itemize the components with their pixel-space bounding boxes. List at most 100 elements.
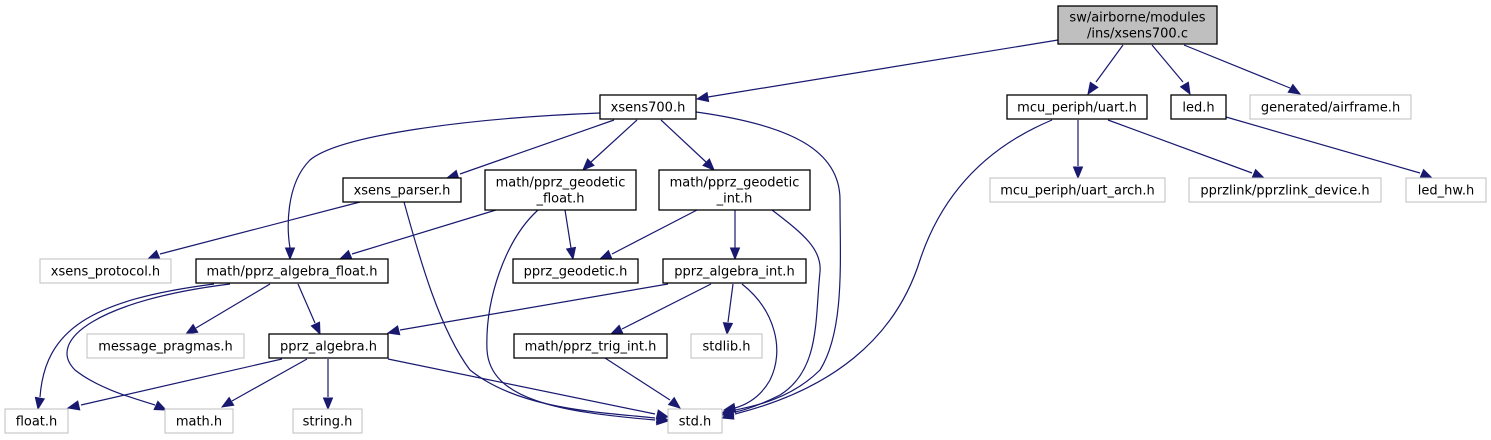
- node-label: generated/airframe.h: [1261, 101, 1400, 116]
- edge-geodetic_int_h-to-algebra_int_h: [729, 210, 741, 261]
- node-label: pprz_geodetic.h: [524, 265, 628, 280]
- arrowhead-icon: [220, 396, 235, 408]
- node-box: [1188, 177, 1382, 203]
- edge-line: [695, 111, 842, 411]
- edge-algebra_float_h-to-pprz_algebra_h: [297, 283, 321, 336]
- edge-pprz_algebra_h-to-float_h: [66, 358, 283, 411]
- edge-line: [707, 39, 1059, 98]
- edge-line: [297, 283, 316, 324]
- node-label: string.h: [303, 415, 353, 430]
- node-uart-h[interactable]: mcu_periph/uart.h: [1006, 94, 1148, 120]
- arrowhead-icon: [386, 325, 401, 336]
- node-box: [39, 258, 172, 284]
- node-led-h[interactable]: led.h: [1170, 94, 1227, 120]
- edge-line: [387, 358, 656, 415]
- edge-line: [590, 119, 638, 163]
- node-geodetic-float-h[interactable]: math/pprz_geodetic_float.h: [484, 169, 637, 211]
- node-label: pprz_algebra.h: [280, 340, 377, 355]
- node-trig-int-h[interactable]: math/pprz_trig_int.h: [513, 333, 668, 359]
- node-label: _int.h: [716, 192, 753, 207]
- node-box: [4, 408, 69, 434]
- node-uart-arch-h: mcu_periph/uart_arch.h: [989, 177, 1166, 203]
- arrowhead-icon: [34, 396, 46, 411]
- arrowhead-icon: [284, 247, 296, 261]
- arrowhead-icon: [310, 321, 321, 336]
- arrowhead-icon: [184, 323, 199, 335]
- arrowhead-icon: [338, 249, 353, 260]
- node-pprz-geodetic-h[interactable]: pprz_geodetic.h: [512, 258, 639, 284]
- node-label: pprzlink/pprzlink_device.h: [1200, 184, 1369, 199]
- edge-line: [564, 209, 572, 249]
- edge-root-to-led_h: [1151, 44, 1191, 96]
- edge-line: [403, 201, 656, 419]
- arrowhead-icon: [66, 400, 81, 411]
- edge-xsens700_h-to-algebra_float_h: [284, 112, 601, 261]
- node-label: xsens700.h: [611, 101, 686, 116]
- node-label: pprz_algebra_int.h: [674, 265, 794, 280]
- edge-uart_h-to-uart_arch_h: [1072, 120, 1084, 180]
- node-box: [1006, 94, 1148, 120]
- arrowhead-icon: [1287, 83, 1302, 95]
- node-box: [513, 333, 668, 359]
- node-box: [662, 258, 807, 284]
- node-root[interactable]: sw/airborne/modules/ins/xsens700.c: [1057, 5, 1218, 45]
- edge-line: [734, 209, 821, 413]
- node-algebra-float-h[interactable]: math/pprz_algebra_float.h: [195, 258, 389, 284]
- arrowhead-icon: [322, 397, 334, 411]
- node-float-h: float.h: [4, 408, 69, 434]
- node-label: xsens_protocol.h: [51, 265, 160, 280]
- node-label: stdlib.h: [703, 340, 751, 355]
- node-box: [1057, 5, 1218, 45]
- arrowhead-icon: [722, 322, 734, 336]
- node-label: message_pragmas.h: [98, 340, 233, 355]
- node-label: led_hw.h: [1418, 184, 1474, 199]
- node-box: [599, 94, 697, 120]
- edge-line: [734, 283, 778, 409]
- edge-line: [159, 201, 361, 255]
- node-algebra-int-h[interactable]: pprz_algebra_int.h: [662, 258, 807, 284]
- node-label: sw/airborne/modules: [1069, 11, 1205, 26]
- edge-xsens_parser_h-to-xsens_protocol_h: [146, 201, 361, 260]
- arrowhead-icon: [146, 249, 161, 260]
- edge-trig_int_h-to-std_h: [604, 357, 682, 409]
- node-box: [512, 258, 639, 284]
- node-geodetic-int-h[interactable]: math/pprz_geodetic_int.h: [658, 169, 811, 211]
- node-box: [1405, 177, 1487, 203]
- node-label: _float.h: [535, 192, 584, 207]
- edge-algebra_float_h-to-message_pragmas_h: [184, 283, 271, 335]
- edge-line: [66, 283, 231, 406]
- node-box: [342, 177, 462, 203]
- node-box: [1249, 94, 1412, 120]
- node-math-h: math.h: [164, 408, 234, 434]
- edge-line: [1107, 119, 1253, 174]
- edge-line: [611, 209, 698, 255]
- node-box: [292, 408, 363, 434]
- edge-line: [1183, 44, 1291, 89]
- node-std-h: std.h: [667, 408, 723, 434]
- node-label: math/pprz_geodetic: [496, 176, 626, 191]
- edge-xsens700_h-to-geodetic_float_h: [582, 119, 638, 171]
- node-box: [268, 333, 389, 359]
- node-xsens-parser-h[interactable]: xsens_parser.h: [342, 177, 462, 203]
- node-box: [989, 177, 1166, 203]
- arrowhead-icon: [598, 249, 613, 260]
- node-pprz-algebra-h[interactable]: pprz_algebra.h: [268, 333, 389, 359]
- edge-line: [734, 119, 1053, 415]
- edge-algebra_int_h-to-stdlib_h: [722, 283, 734, 336]
- edge-line: [39, 283, 215, 398]
- edge-line: [1095, 44, 1124, 83]
- edge-geodetic_float_h-to-pprz_geodetic_h: [564, 209, 577, 261]
- node-label: float.h: [16, 415, 58, 430]
- node-label: math/pprz_geodetic: [670, 176, 800, 191]
- arrowhead-icon: [667, 396, 682, 409]
- edge-line: [351, 209, 497, 255]
- node-box: [195, 258, 389, 284]
- edge-xsens700_h-to-geodetic_int_h: [660, 119, 715, 171]
- edge-led_h-to-led_hw_h: [1225, 116, 1434, 179]
- node-label: std.h: [679, 415, 712, 430]
- node-pprzlink-device-h: pprzlink/pprzlink_device.h: [1188, 177, 1382, 203]
- arrowhead-icon: [1251, 168, 1266, 179]
- arrowhead-icon: [702, 158, 715, 171]
- node-xsens700-h[interactable]: xsens700.h: [599, 94, 697, 120]
